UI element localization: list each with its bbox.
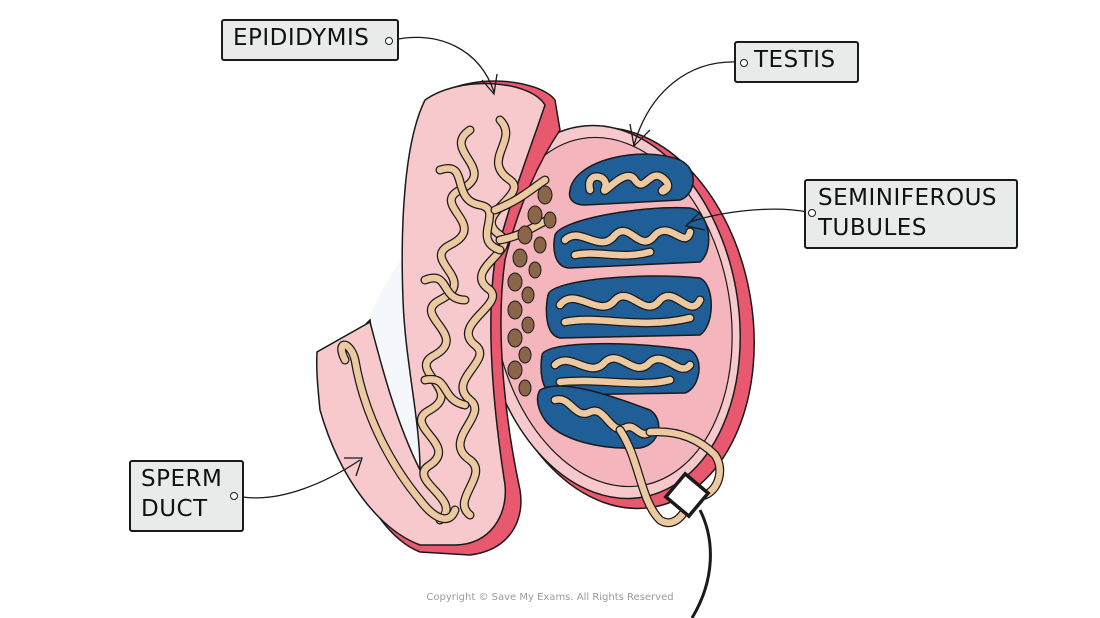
sperm-duct-label-line1: SPERM [141,466,223,492]
testis-label-text: TESTIS [754,47,836,73]
label-hole [808,209,816,217]
sperm-duct-arrowhead [344,457,363,477]
sperm-duct-label: SPERM DUCT [129,460,244,532]
testis-leader [633,61,739,146]
sperm-duct-leader [236,459,361,499]
sperm-duct-label-line2: DUCT [141,496,208,522]
epididymis-label: EPIDIDYMIS [221,19,399,61]
rete-dots [507,185,557,397]
copyright-text: Copyright © Save My Exams. All Rights Re… [426,592,674,603]
specimen-tag [663,471,711,519]
seminiferous-label-line1: SEMINIFEROUS [818,185,998,211]
tag-string [690,509,712,618]
seminiferous-leader [689,208,809,223]
seminiferous-coils [550,171,725,527]
sperm-duct-tubule [337,340,460,524]
label-hole [230,492,238,500]
seminiferous-tubules-label: SEMINIFEROUS TUBULES [804,179,1018,249]
seminiferous-arrowhead [684,211,706,231]
epididymis-label-text: EPIDIDYMIS [233,25,370,51]
epididymis-leader [392,36,495,93]
epididymis-arrowhead [481,73,498,96]
label-hole [385,37,393,45]
leader-lines [236,36,809,499]
seminiferous-label-line2: TUBULES [818,215,927,241]
testis-arrowhead [629,123,651,148]
label-hole [740,59,748,67]
testis-label: TESTIS [734,41,859,83]
